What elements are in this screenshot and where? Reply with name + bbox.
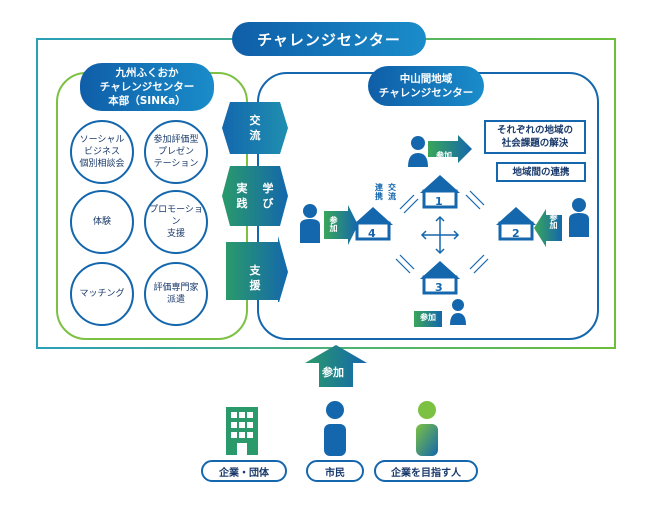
left-panel-title: 九州ふくおか チャレンジセンター 本部（SINKa） bbox=[80, 63, 214, 111]
support-label: 支援 bbox=[249, 264, 261, 292]
circle-line: テーション bbox=[153, 159, 199, 169]
learn-practice-arrow bbox=[222, 166, 288, 226]
node-number: 4 bbox=[368, 227, 376, 240]
middle-arrows bbox=[222, 102, 288, 302]
right-title-line: 中山間地域 bbox=[399, 73, 453, 85]
join-tag: 参加 bbox=[436, 151, 452, 160]
circle-line: 体験 bbox=[92, 217, 111, 227]
right-title-line: チャレンジセンター bbox=[378, 87, 474, 99]
circle-line: ビジネス bbox=[83, 147, 120, 157]
info-box-line: 地域間の連携 bbox=[512, 166, 570, 178]
person-icon bbox=[416, 401, 438, 456]
circle-line: 個別相談会 bbox=[79, 159, 125, 169]
circle-presentation: 参加評価型 プレゼン テーション bbox=[144, 120, 208, 184]
circle-line: プロモーション bbox=[149, 205, 203, 227]
join-tag: 参加 bbox=[420, 313, 436, 322]
circle-matching: マッチング bbox=[70, 262, 134, 326]
node-number: 1 bbox=[435, 195, 443, 208]
circle-line: 派遣 bbox=[166, 295, 185, 305]
left-title-line: 本部（SINKa） bbox=[108, 95, 186, 107]
house-icon bbox=[420, 261, 460, 295]
info-box-regional-link: 地域間の連携 bbox=[496, 162, 586, 182]
participant-label: 市民 bbox=[306, 460, 364, 482]
house-icon bbox=[420, 175, 460, 209]
info-box-social-issues: それぞれの地域の 社会課題の解決 bbox=[484, 120, 586, 154]
circle-line: 評価専門家 bbox=[153, 283, 199, 293]
house-icon bbox=[496, 207, 536, 241]
info-box-line: それぞれの地域の bbox=[496, 125, 573, 136]
person-icon bbox=[324, 401, 346, 456]
participation-arrow bbox=[305, 345, 367, 387]
circle-line: プレゼン bbox=[157, 147, 194, 157]
exchange-arrow bbox=[222, 102, 288, 154]
circle-promotion: プロモーション 支援 bbox=[144, 190, 208, 254]
join-arrow bbox=[324, 205, 358, 245]
left-title-line: チャレンジセンター bbox=[99, 81, 195, 93]
join-arrow bbox=[534, 209, 562, 247]
circle-line: 参加評価型 bbox=[153, 135, 199, 145]
practice-label: 実践 bbox=[236, 182, 248, 210]
node-number: 2 bbox=[512, 227, 520, 240]
info-box-line: 社会課題の解決 bbox=[501, 138, 569, 149]
participation-label: 参加 bbox=[322, 366, 344, 379]
link-label-renkei: 連携 bbox=[375, 183, 383, 201]
person-icon bbox=[300, 204, 320, 243]
person-icon bbox=[569, 198, 589, 237]
learn-label: 学び bbox=[262, 182, 274, 210]
person-icon bbox=[450, 299, 466, 325]
right-panel-title: 中山間地域 チャレンジセンター bbox=[368, 66, 484, 106]
circle-social-business: ソーシャル ビジネス 個別相談会 bbox=[70, 120, 134, 184]
cross-arrows-icon bbox=[420, 215, 460, 255]
participant-label: 企業・団体 bbox=[201, 460, 287, 482]
diagonal-arrows-icon bbox=[395, 190, 489, 274]
person-icon bbox=[408, 136, 428, 167]
support-arrow bbox=[226, 236, 288, 302]
circle-expert-dispatch: 評価専門家 派遣 bbox=[144, 262, 208, 326]
exchange-label: 交流 bbox=[249, 114, 261, 142]
circle-line: マッチング bbox=[79, 289, 125, 299]
join-tag: 参加 bbox=[549, 213, 558, 229]
circle-line: ソーシャル bbox=[79, 135, 125, 145]
page-title: チャレンジセンター bbox=[232, 22, 426, 56]
regional-network: 1 2 3 4 bbox=[300, 135, 589, 327]
join-arrow bbox=[414, 311, 442, 327]
participant-label: 企業を目指す人 bbox=[374, 460, 478, 482]
circle-experience: 体験 bbox=[70, 190, 134, 254]
circle-line: 支援 bbox=[166, 229, 185, 239]
node-number: 3 bbox=[435, 281, 443, 294]
building-icon bbox=[226, 407, 258, 455]
left-title-line: 九州ふくおか bbox=[115, 67, 179, 79]
join-arrow bbox=[428, 135, 472, 163]
house-icon bbox=[353, 207, 393, 241]
link-label-koryu: 交流 bbox=[388, 183, 396, 201]
join-tag: 参加 bbox=[329, 216, 338, 232]
